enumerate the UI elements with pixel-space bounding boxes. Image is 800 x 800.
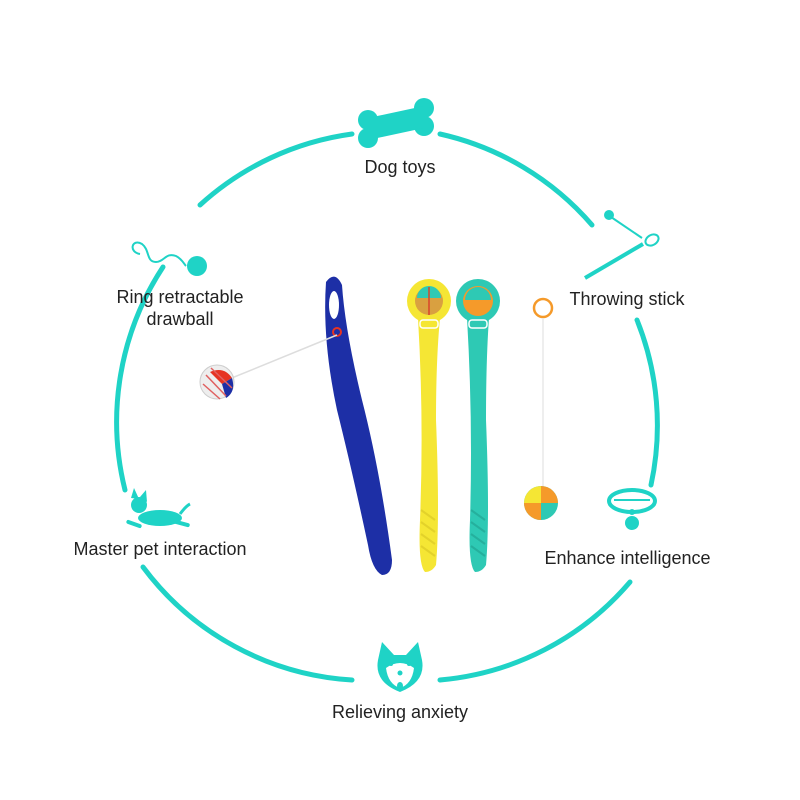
collar-icon	[607, 488, 657, 530]
ring-drawball-icon	[131, 241, 207, 276]
running-dog-icon	[126, 488, 191, 529]
throwing-stick-icon	[583, 210, 660, 280]
feature-label-dog-toys: Dog toys	[364, 157, 436, 177]
ring-drawball	[524, 297, 558, 520]
dog-face-icon	[377, 642, 423, 692]
yellow-throwing-stick	[407, 279, 451, 572]
feature-label-anxiety: Relieving anxiety	[331, 702, 469, 722]
feature-ring	[114, 131, 660, 683]
navy-throwing-stick	[221, 276, 392, 575]
feature-label-ring-drawball-line1: Ring retractable	[116, 287, 244, 307]
teal-throwing-stick	[456, 279, 500, 572]
feature-label-ring-drawball: Ring retractable drawball	[95, 286, 265, 330]
feature-label-intelligence: Enhance intelligence	[544, 548, 711, 568]
bone-icon	[358, 98, 434, 148]
feature-label-ring-drawball-line2: drawball	[146, 309, 214, 329]
feature-label-throwing-stick: Throwing stick	[569, 289, 685, 309]
striped-ball	[199, 364, 235, 400]
feature-label-pet-interaction: Master pet interaction	[73, 539, 247, 559]
